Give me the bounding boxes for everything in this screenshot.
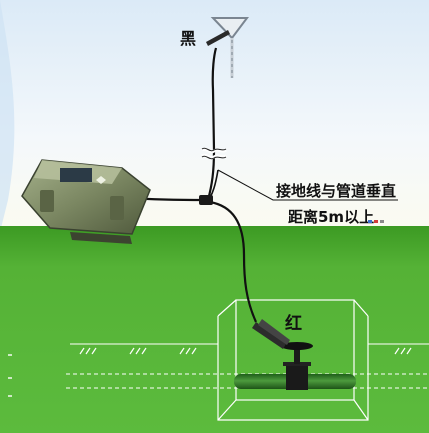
soil-hatch-marks (79, 347, 412, 355)
red-clip-label: 红 (285, 313, 302, 334)
device-handle-left (40, 190, 54, 212)
note-line-2: 距离5m以上 (288, 208, 374, 226)
ground (0, 226, 429, 433)
device-logo-icon (96, 176, 106, 184)
note-line-1: 接地线与管道垂直 (276, 182, 396, 200)
cable-junction (199, 195, 213, 205)
wire-break-symbol (201, 147, 227, 160)
black-wire (206, 47, 218, 201)
red-clip (252, 319, 290, 349)
black-clip-label: 黑 (180, 29, 196, 48)
black-clip (206, 30, 230, 46)
red-wire (209, 200, 258, 323)
note-small-marks (368, 220, 384, 223)
device-handle-right (110, 196, 124, 220)
valve-pit-outline (217, 299, 369, 421)
detector-device (21, 159, 151, 244)
note-leader-line (217, 169, 398, 201)
device-screen (60, 168, 92, 182)
valve-handwheel (281, 342, 313, 350)
sky-shade (0, 0, 15, 232)
left-edge-ticks (8, 354, 12, 397)
wire-break-outline (201, 147, 227, 160)
valve (281, 342, 313, 390)
ground-stake (206, 17, 249, 78)
